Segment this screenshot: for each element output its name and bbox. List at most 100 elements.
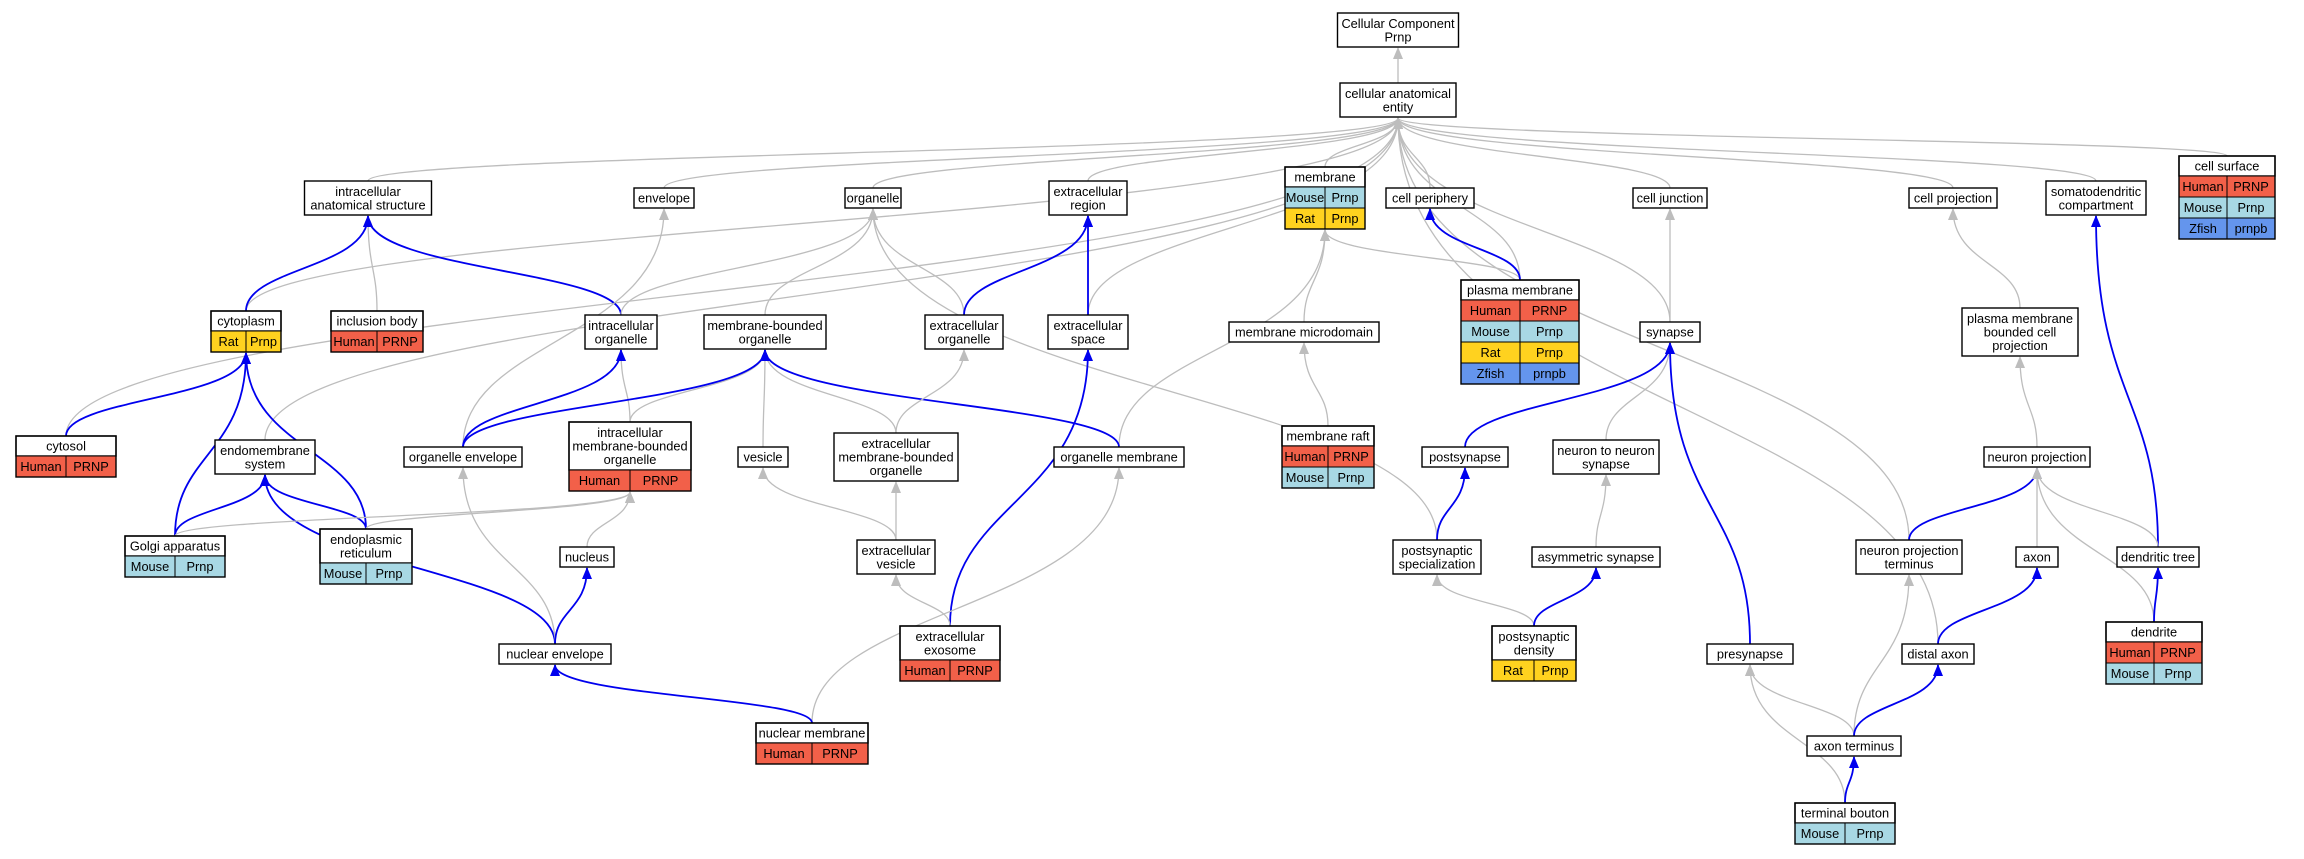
species-label: Zfish: [2189, 221, 2217, 236]
gene-label: Prnp: [1856, 826, 1883, 841]
edge-nucleus-to-imbo: [586, 491, 635, 548]
node-label: dendrite: [2131, 625, 2177, 640]
node-label: extracellular: [930, 318, 1000, 333]
node-label: membrane microdomain: [1235, 325, 1373, 340]
edge-imbo-to-intorg: [616, 349, 631, 423]
node-label: cell surface: [2195, 159, 2260, 174]
node-label: membrane-bounded: [838, 450, 953, 465]
node-label: cytoplasm: [217, 314, 275, 329]
node-box: [1706, 643, 1794, 665]
edge-pmbcp-to-cellproj: [1948, 208, 2021, 309]
gene-label: Prnp: [1536, 345, 1563, 360]
node-box: [1336, 12, 1460, 48]
node-postsyn[interactable]: postsynapse: [1421, 446, 1509, 468]
node-label: membrane-bounded: [707, 318, 822, 333]
node-label: envelope: [638, 191, 690, 206]
node-label: Golgi apparatus: [130, 539, 220, 554]
species-label: Mouse: [1286, 190, 1324, 205]
node-label: exosome: [924, 642, 976, 657]
node-presyn[interactable]: presynapse: [1706, 643, 1794, 665]
node-celljunc[interactable]: cell junction: [1632, 187, 1708, 209]
node-box: [1047, 314, 1129, 350]
edge-distax-to-axon: [1937, 567, 2042, 645]
edge-tbouton-to-axterm: [1844, 756, 1859, 804]
node-label: membrane raft: [1286, 429, 1370, 444]
node-label: anatomical structure: [310, 197, 425, 212]
node-asym[interactable]: asymmetric synapse: [1531, 546, 1661, 568]
node-label: system: [245, 456, 286, 471]
node-vesicle[interactable]: vesicle: [737, 446, 789, 468]
node-outline: [1794, 802, 1896, 845]
node-label: organelle: [870, 463, 923, 478]
node-cellproj[interactable]: cell projection: [1908, 187, 1998, 209]
node-orgmem[interactable]: organelle membrane: [1053, 446, 1185, 468]
gene-label: Prnp: [250, 334, 277, 349]
node-dtree[interactable]: dendritic tree: [2116, 546, 2200, 568]
node-label: synapse: [1646, 325, 1694, 340]
edge-nucmem-to-nucenv: [550, 664, 813, 724]
node-label: density: [1514, 642, 1555, 657]
node-label: neuron projection: [1860, 543, 1959, 558]
node-box: [1392, 539, 1482, 575]
node-organelle[interactable]: organelle: [844, 187, 902, 209]
gene-label: Prnp: [2237, 200, 2264, 215]
edge-exosome-to-extspace: [949, 349, 1093, 627]
node-cellper[interactable]: cell periphery: [1385, 187, 1475, 209]
edge-cytoplasm-to-ias: [245, 215, 373, 312]
node-distax[interactable]: distal axon: [1901, 643, 1975, 665]
node-outline: [2178, 155, 2276, 240]
node-label: cytosol: [46, 439, 86, 454]
edge-orgmem-to-membrane: [1118, 229, 1330, 448]
node-neuproj[interactable]: neuron projection: [1983, 446, 2091, 468]
node-label: organelle membrane: [1060, 450, 1177, 465]
species-label: Human: [1284, 449, 1325, 464]
node-label: axon: [2023, 550, 2051, 565]
node-nucenv[interactable]: nuclear envelope: [498, 643, 612, 665]
edge-cytosol-to-cae: [65, 117, 1403, 437]
edge-envelope-to-cae: [663, 117, 1403, 189]
species-label: Human: [20, 459, 61, 474]
node-envelope[interactable]: envelope: [633, 187, 695, 209]
edge-psd-to-pss: [1432, 574, 1535, 627]
node-synapse[interactable]: synapse: [1639, 321, 1701, 343]
node-axon[interactable]: axon: [2015, 546, 2059, 568]
gene-label: prnpb: [2235, 221, 2268, 236]
node-imbo[interactable]: intracellularmembrane-boundedorganelleHu…: [568, 421, 692, 492]
node-label: terminal bouton: [1801, 806, 1889, 821]
edge-synapse-to-cae: [1393, 117, 1671, 323]
node-nucleus[interactable]: nucleus: [559, 546, 615, 568]
node-orgenv[interactable]: organelle envelope: [403, 446, 523, 468]
node-mmicro[interactable]: membrane microdomain: [1228, 321, 1380, 343]
node-axterm[interactable]: axon terminus: [1806, 735, 1902, 757]
